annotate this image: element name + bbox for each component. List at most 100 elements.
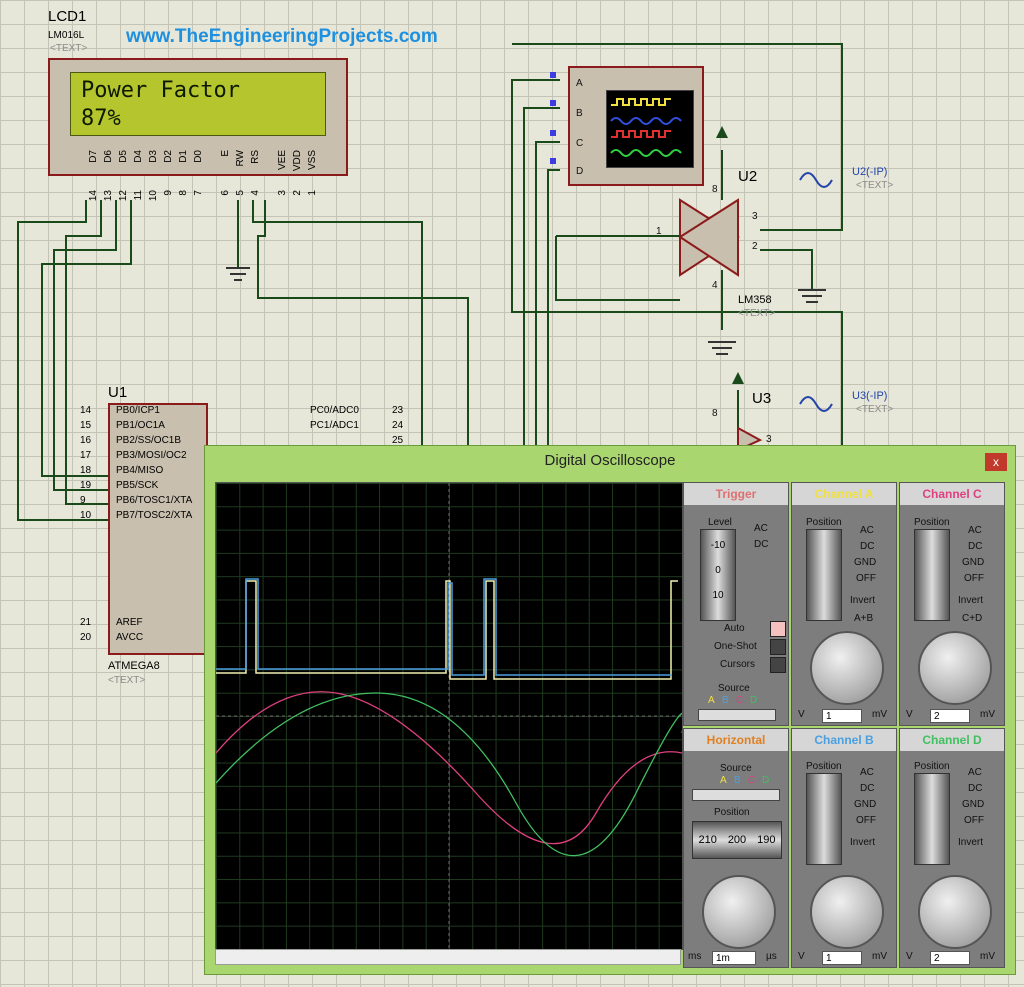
trigger-level-slider[interactable]: -10 0 10 bbox=[700, 529, 736, 621]
lcd-pin-label: D4 bbox=[133, 150, 144, 163]
mode-dc[interactable]: DC bbox=[968, 541, 983, 552]
lcd-pin-label: D5 bbox=[118, 150, 129, 163]
lcd-pin-label: VEE bbox=[277, 150, 288, 171]
u1-text-tag: <TEXT> bbox=[108, 675, 146, 686]
channel-a-title: Channel A bbox=[792, 483, 896, 505]
lcd-pin-number: 1 bbox=[307, 190, 318, 196]
u1-pin-label: AREF bbox=[116, 617, 143, 628]
channel-b-position-label: Position bbox=[806, 761, 842, 772]
channel-d-value[interactable]: 2 bbox=[930, 951, 970, 965]
u1-pin-label: PC1/ADC1 bbox=[310, 420, 359, 431]
mode-off[interactable]: OFF bbox=[856, 815, 876, 826]
lcd-display[interactable]: Power Factor 87% bbox=[48, 58, 348, 176]
mode-gnd[interactable]: GND bbox=[962, 557, 985, 568]
trigger-source-slider[interactable] bbox=[698, 709, 776, 721]
u2-pin4: 4 bbox=[712, 280, 718, 291]
channel-c-position-slider[interactable] bbox=[914, 529, 950, 621]
u2-pin2: 2 bbox=[752, 241, 758, 252]
u1-pin-label: PB6/TOSC1/XTA bbox=[116, 495, 193, 506]
u1-pin-label: AVCC bbox=[116, 632, 144, 643]
channel-a-position-slider[interactable] bbox=[806, 529, 842, 621]
trigger-oneshot[interactable]: One-Shot bbox=[714, 641, 757, 652]
mode-gnd[interactable]: GND bbox=[962, 799, 985, 810]
timebase-knob[interactable] bbox=[702, 875, 776, 949]
mode-dc[interactable]: DC bbox=[968, 783, 983, 794]
mode-ac[interactable]: AC bbox=[860, 525, 874, 536]
mode-gnd[interactable]: GND bbox=[854, 557, 877, 568]
u2-part: LM358 bbox=[738, 294, 772, 306]
trigger-ac[interactable]: AC bbox=[754, 523, 768, 534]
mode-dc[interactable]: DC bbox=[860, 541, 875, 552]
u1-pin-label: PB4/MISO bbox=[116, 465, 164, 476]
u1-pin-number: 15 bbox=[80, 420, 92, 431]
scope-icon-body[interactable]: A B C D bbox=[568, 66, 704, 186]
channel-a-volts-knob[interactable] bbox=[810, 631, 884, 705]
u3-source-tag: <TEXT> bbox=[856, 404, 894, 415]
mode-dc[interactable]: DC bbox=[860, 783, 875, 794]
u1-pin-number: 19 bbox=[80, 480, 92, 491]
u1-pin-label: PC0/ADC0 bbox=[310, 405, 359, 416]
channel-b-volts-knob[interactable] bbox=[810, 875, 884, 949]
horizontal-position-dial[interactable]: 210 200 190 bbox=[692, 821, 782, 859]
close-button[interactable]: x bbox=[985, 453, 1007, 471]
u1-chip[interactable] bbox=[108, 403, 208, 655]
channel-a-value[interactable]: 1 bbox=[822, 709, 862, 723]
horizontal-scrollbar[interactable] bbox=[215, 949, 681, 965]
mode-ac[interactable]: AC bbox=[968, 767, 982, 778]
oneshot-button[interactable] bbox=[770, 639, 786, 655]
mode-off[interactable]: OFF bbox=[964, 815, 984, 826]
channel-b-position-slider[interactable] bbox=[806, 773, 842, 865]
unit-v: V bbox=[798, 951, 805, 962]
trigger-auto[interactable]: Auto bbox=[724, 623, 745, 634]
lcd-pin-label: RS bbox=[250, 150, 261, 164]
mode-gnd[interactable]: GND bbox=[854, 799, 877, 810]
channel-d-title: Channel D bbox=[900, 729, 1004, 751]
unit-v: V bbox=[798, 709, 805, 720]
u1-pin-number: 10 bbox=[80, 510, 92, 521]
u1-pin-number: 18 bbox=[80, 465, 92, 476]
u2-pin3: 3 bbox=[752, 211, 758, 222]
lcd-part: LM016L bbox=[48, 30, 85, 41]
horizontal-source-slider[interactable] bbox=[692, 789, 780, 801]
trigger-panel: Trigger Level -10 0 10 AC DC Auto One-Sh… bbox=[683, 482, 789, 726]
horizontal-position-label: Position bbox=[714, 807, 750, 818]
channel-c-volts-knob[interactable] bbox=[918, 631, 992, 705]
timebase-value[interactable]: 1m bbox=[712, 951, 756, 965]
unit-mv: mV bbox=[872, 951, 887, 962]
pin-marker bbox=[550, 130, 556, 136]
source-c: C bbox=[736, 695, 744, 706]
channel-b-value[interactable]: 1 bbox=[822, 951, 862, 965]
u1-pin-number: 23 bbox=[392, 405, 404, 416]
lcd-pin-label: VSS bbox=[307, 150, 318, 171]
channel-d-volts-knob[interactable] bbox=[918, 875, 992, 949]
u1-pin-number: 25 bbox=[392, 435, 404, 446]
u2-pin1: 1 bbox=[656, 226, 662, 237]
window-title: Digital Oscilloscope bbox=[544, 452, 676, 469]
lcd-pin-number: 12 bbox=[118, 190, 129, 202]
invert-label[interactable]: Invert bbox=[850, 837, 876, 848]
invert-label[interactable]: Invert bbox=[850, 595, 876, 606]
u2-pin8: 8 bbox=[712, 184, 718, 195]
tick: 10 bbox=[712, 590, 724, 601]
sum-label[interactable]: C+D bbox=[962, 613, 983, 624]
lcd-pin-label: D7 bbox=[88, 150, 99, 163]
lcd-pin-number: 14 bbox=[88, 190, 99, 202]
trigger-dc[interactable]: DC bbox=[754, 539, 769, 550]
channel-c-value[interactable]: 2 bbox=[930, 709, 970, 723]
mode-off[interactable]: OFF bbox=[964, 573, 984, 584]
sum-label[interactable]: A+B bbox=[854, 613, 874, 624]
invert-label[interactable]: Invert bbox=[958, 837, 984, 848]
cursors-button[interactable] bbox=[770, 657, 786, 673]
mode-ac[interactable]: AC bbox=[860, 767, 874, 778]
invert-label[interactable]: Invert bbox=[958, 595, 984, 606]
oscilloscope-window[interactable]: Digital Oscilloscope x Trigger Level -10… bbox=[204, 445, 1016, 975]
auto-button[interactable] bbox=[770, 621, 786, 637]
u2-ref: U2 bbox=[738, 168, 758, 185]
mode-off[interactable]: OFF bbox=[856, 573, 876, 584]
lcd-line-1: Power Factor bbox=[81, 78, 240, 103]
channel-d-position-slider[interactable] bbox=[914, 773, 950, 865]
lcd-pin-number: 3 bbox=[277, 190, 288, 196]
trigger-cursors[interactable]: Cursors bbox=[720, 659, 756, 670]
lcd-pin-label: E bbox=[220, 150, 231, 157]
mode-ac[interactable]: AC bbox=[968, 525, 982, 536]
